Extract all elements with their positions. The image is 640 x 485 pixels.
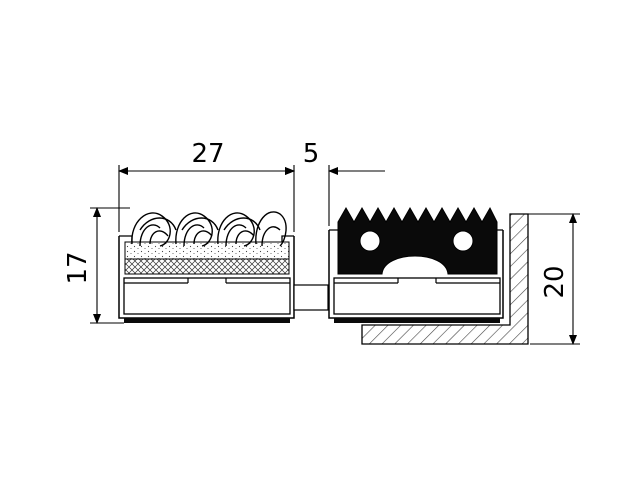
dimension-label-height-right: 20 (540, 265, 570, 298)
connector (293, 284, 329, 311)
dimension-label-gap: 5 (303, 139, 320, 169)
brush-loops (131, 211, 287, 247)
rubber-insert (337, 206, 498, 275)
right-profile (328, 206, 504, 323)
left-profile (118, 211, 295, 323)
dimension-label-height-left: 17 (63, 251, 93, 284)
dimension-lines (90, 165, 580, 345)
dimension-label-width: 27 (191, 139, 224, 169)
